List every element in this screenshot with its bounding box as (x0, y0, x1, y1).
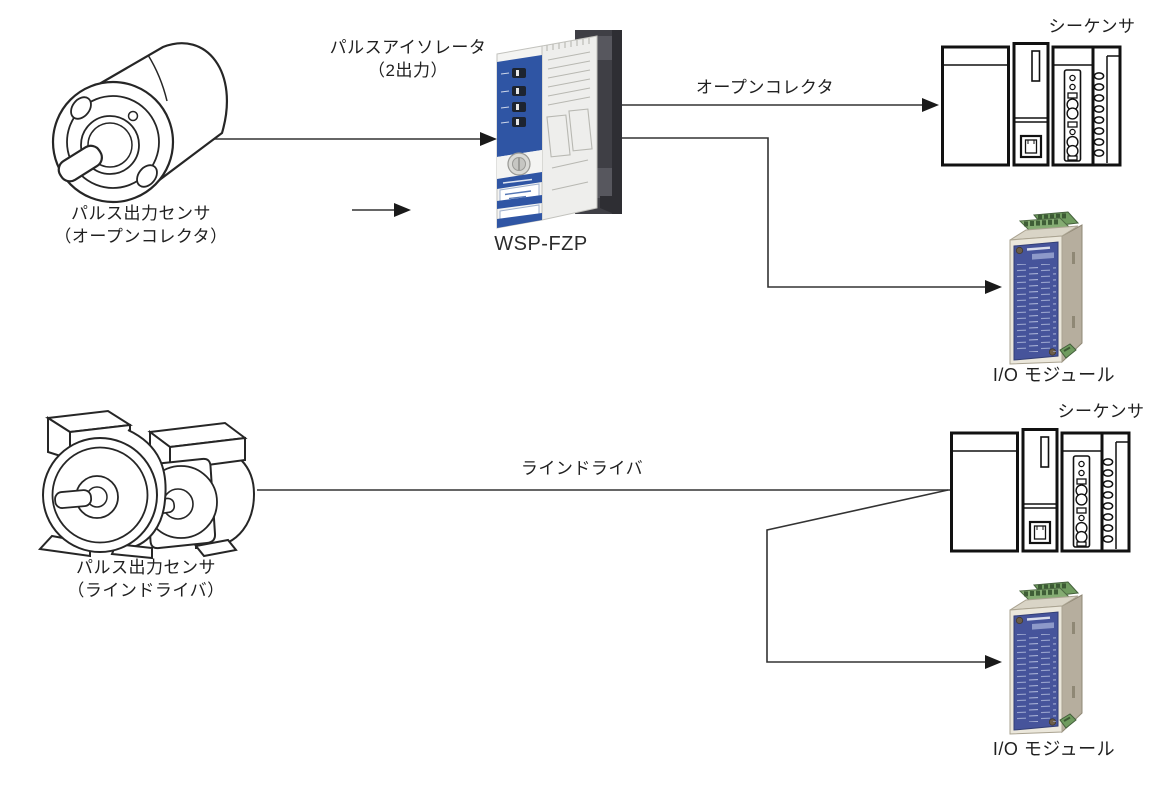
arrowhead-into-plc-top (922, 98, 939, 112)
label-plc-bottom: シーケンサ (1057, 402, 1145, 421)
wire-isolator-to-io (622, 137, 986, 288)
io-module-illustration-top (1008, 210, 1084, 366)
label-sensor-bottom-line1: パルス出力センサ (75, 558, 216, 577)
label-isolator-title-line1: パルスアイソレータ (329, 38, 487, 57)
label-sensor-top: パルス出力センサ （オープンコレクタ） (54, 202, 227, 248)
label-wire-open-collector: オープンコレクタ (695, 78, 835, 97)
label-io-module-bottom: I/O モジュール (992, 739, 1116, 759)
io-module-illustration-bottom (1008, 580, 1084, 736)
motors-illustration (37, 409, 256, 560)
label-sensor-top-line2: （オープンコレクタ） (54, 227, 228, 246)
direction-arrowhead (394, 203, 411, 217)
wire-plc-branch-to-io (766, 489, 986, 663)
label-io-module-top: I/O モジュール (992, 365, 1116, 385)
plc-illustration-bottom (950, 428, 1131, 553)
label-isolator-title: パルスアイソレータ （2出力） (330, 36, 487, 82)
isolator-switches (500, 68, 526, 127)
plc-illustration-top (941, 42, 1122, 167)
connections (213, 98, 1002, 669)
arrowhead-into-isolator (480, 132, 497, 146)
arrowhead-into-io-bottom (985, 655, 1002, 669)
label-plc-top: シーケンサ (1048, 17, 1136, 36)
label-sensor-bottom: パルス出力センサ （ラインドライバ） (67, 556, 224, 602)
label-sensor-bottom-line2: （ラインドライバ） (67, 581, 225, 600)
arrowhead-into-io-top (985, 280, 1002, 294)
pulse-isolator-illustration (496, 30, 622, 229)
label-wire-line-driver: ラインドライバ (520, 459, 644, 478)
label-sensor-top-line1: パルス出力センサ (71, 204, 211, 223)
label-isolator-model: WSP-FZP (494, 233, 588, 255)
label-isolator-title-line2: （2出力） (368, 61, 448, 80)
encoder-illustration (51, 42, 228, 204)
